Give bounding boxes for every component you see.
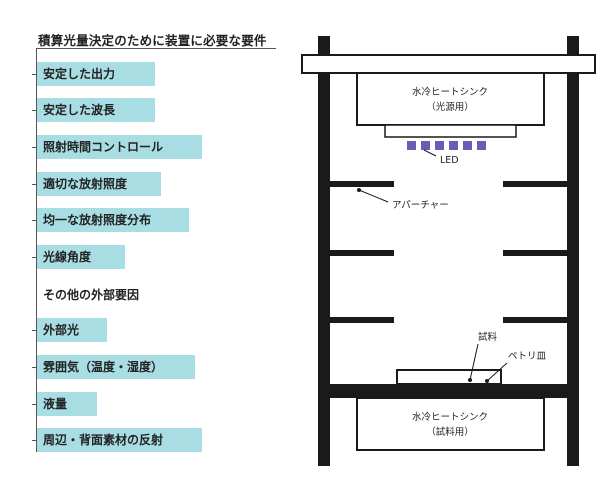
requirement-item: 安定した出力 <box>37 62 155 86</box>
aperture-leader-dot <box>357 188 361 192</box>
top-crossbar <box>301 54 596 74</box>
requirement-item: 均一な放射照度分布 <box>37 208 189 232</box>
top-heatsink-sublabel: （光源用） <box>426 101 474 113</box>
list-tick <box>32 404 41 405</box>
requirement-item: 光線角度 <box>37 245 125 269</box>
top-heatsink-label: 水冷ヒートシンク <box>412 86 488 98</box>
aperture-shelf-right <box>503 181 567 187</box>
factor-item: 外部光 <box>37 318 107 342</box>
requirement-item: 安定した波長 <box>37 98 155 122</box>
list-tick <box>32 367 41 368</box>
list-tick <box>32 184 41 185</box>
led-chip <box>421 141 430 150</box>
led-chip <box>407 141 416 150</box>
title-underline <box>36 48 276 49</box>
left-post <box>318 36 330 466</box>
list-bracket-line <box>36 49 37 452</box>
shelf-right <box>503 250 567 256</box>
light-source-heatsink <box>356 72 545 126</box>
led-array <box>407 141 486 150</box>
sample-leader <box>469 343 479 381</box>
led-chip <box>463 141 472 150</box>
factor-item: 周辺・背面素材の反射 <box>37 428 202 452</box>
requirement-item: 適切な放射照度 <box>37 172 161 196</box>
led-leader <box>423 149 437 157</box>
led-label: LED <box>440 155 459 166</box>
petri-label: ペトリ皿 <box>508 351 547 362</box>
factor-item: 液量 <box>37 392 97 416</box>
bottom-heatsink-label: 水冷ヒートシンク <box>412 411 488 423</box>
list-tick <box>32 220 41 221</box>
bottom-heatsink-sublabel: （試料用） <box>426 426 474 438</box>
requirement-item: 照射時間コントロール <box>37 135 202 159</box>
led-board <box>384 124 517 138</box>
shelf-left <box>330 317 394 323</box>
list-tick <box>32 147 41 148</box>
list-tick <box>32 110 41 111</box>
led-chip <box>435 141 444 150</box>
shelf-right <box>503 317 567 323</box>
list-tick <box>32 440 41 441</box>
sample-heatsink <box>356 397 545 451</box>
other-factors-heading: その他の外部要因 <box>43 288 140 302</box>
petri-leader <box>486 362 508 382</box>
sample-stage <box>318 384 579 398</box>
list-tick <box>32 330 41 331</box>
list-tick <box>32 257 41 258</box>
led-chip <box>449 141 458 150</box>
list-tick <box>32 74 41 75</box>
shelf-left <box>330 250 394 256</box>
right-post <box>567 36 579 466</box>
sample-label: 試料 <box>478 331 498 343</box>
factor-item: 雰囲気（温度・湿度） <box>37 355 195 379</box>
aperture-leader <box>358 189 389 203</box>
panel-title: 積算光量決定のために装置に必要な要件 <box>38 33 267 48</box>
aperture-shelf-left <box>330 181 394 187</box>
led-chip <box>477 141 486 150</box>
aperture-label: アパーチャー <box>392 200 449 211</box>
petri-dish <box>396 369 502 385</box>
